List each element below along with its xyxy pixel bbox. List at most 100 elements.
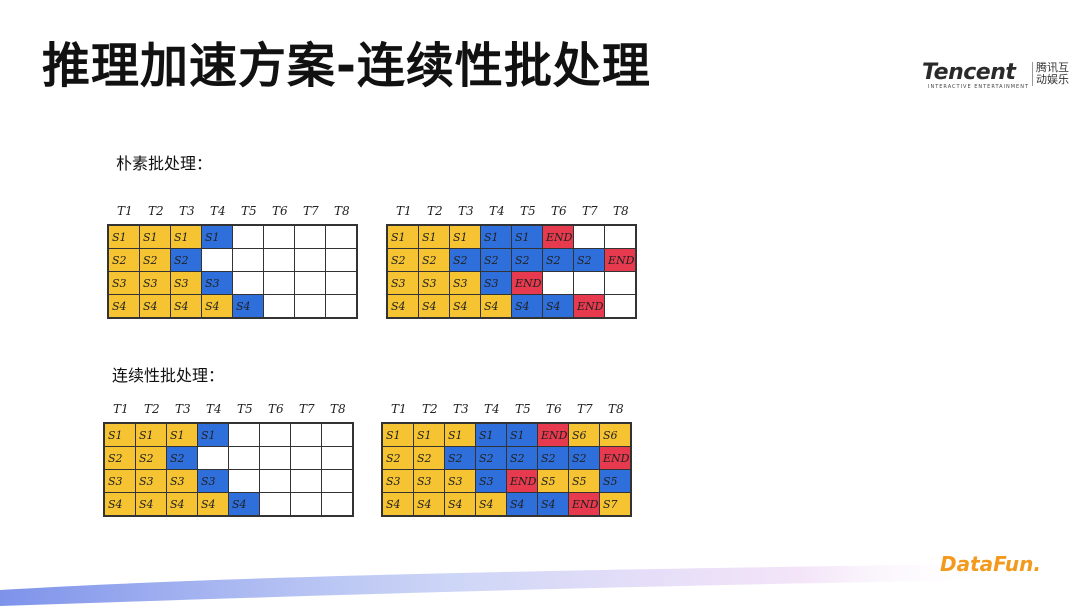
logo-brand: Tencent	[922, 60, 1016, 85]
grid-cell: S1	[107, 224, 140, 249]
grid-cell: S1	[506, 422, 538, 447]
time-label: T8	[608, 402, 624, 416]
cell-text	[326, 277, 329, 290]
logo-cn-text: 腾讯互动娱乐	[1032, 62, 1076, 86]
cell-text: S1	[386, 428, 401, 442]
grid-cell	[321, 492, 354, 517]
cell-text: S4	[546, 299, 561, 313]
time-label: T1	[113, 402, 129, 416]
cell-text: S2	[422, 253, 437, 267]
grid-cell: END	[568, 492, 600, 517]
grid-cell: END	[542, 224, 574, 249]
cell-text: S5	[572, 474, 587, 488]
grid-cell	[321, 469, 354, 493]
time-label: T6	[551, 204, 567, 218]
grid-cell: S1	[170, 224, 202, 249]
cell-text: S4	[112, 299, 127, 313]
grid-cell	[294, 248, 326, 272]
cell-text: S4	[386, 497, 401, 511]
time-label: T4	[206, 402, 222, 416]
grid-cell: S4	[475, 492, 507, 517]
time-label: T7	[303, 204, 319, 218]
grid-cell: S1	[197, 422, 229, 447]
cell-text	[295, 277, 298, 290]
cell-text: S1	[112, 230, 127, 244]
cell-text	[260, 429, 263, 442]
grid-cell: S7	[599, 492, 632, 517]
cell-text: S3	[139, 474, 154, 488]
logo-subtitle: INTERACTIVE ENTERTAINMENT	[928, 84, 1030, 90]
time-label: T5	[241, 204, 257, 218]
cell-text: S3	[448, 474, 463, 488]
cell-text	[605, 277, 608, 290]
time-label: T6	[268, 402, 284, 416]
cell-text: S1	[201, 428, 216, 442]
cell-text	[198, 452, 201, 465]
grid-cell: S3	[197, 469, 229, 493]
grid-cell: S3	[107, 271, 140, 295]
cell-text: S4	[201, 497, 216, 511]
grid-cell	[290, 422, 322, 447]
cell-text: S2	[170, 451, 185, 465]
grid-cell: S1	[135, 422, 167, 447]
cell-text: S1	[417, 428, 432, 442]
cell-text: S2	[479, 451, 494, 465]
sequence-row: S2 S2 S2	[103, 446, 354, 470]
cell-text: S2	[391, 253, 406, 267]
grid-cell: S5	[537, 469, 569, 493]
cell-text: S4	[174, 299, 189, 313]
cell-text	[291, 498, 294, 511]
cell-text: S2	[572, 451, 587, 465]
grid-cell: S2	[418, 248, 450, 272]
cell-text: S2	[510, 451, 525, 465]
cell-text: S2	[448, 451, 463, 465]
grid-cell	[197, 446, 229, 470]
grid-cell: S2	[511, 248, 543, 272]
grid-cell: S4	[386, 294, 419, 319]
cell-text: S1	[143, 230, 158, 244]
grid-cell	[259, 422, 291, 447]
cell-text: S4	[422, 299, 437, 313]
grid-cell: S1	[475, 422, 507, 447]
cell-text: S2	[139, 451, 154, 465]
cell-text: S2	[515, 253, 530, 267]
grid-cell: S1	[386, 224, 419, 249]
grid-cell: S4	[166, 492, 198, 517]
cell-text: S2	[143, 253, 158, 267]
time-label: T6	[272, 204, 288, 218]
cell-text	[322, 452, 325, 465]
grid-cell	[542, 271, 574, 295]
cell-text: S2	[108, 451, 123, 465]
cell-text	[295, 231, 298, 244]
grid-cell: S2	[135, 446, 167, 470]
grid-cell: S4	[537, 492, 569, 517]
cell-text: S4	[391, 299, 406, 313]
time-label: T3	[458, 204, 474, 218]
grid-cell: S1	[381, 422, 414, 447]
grid-cell: S6	[599, 422, 632, 447]
grid-cell: S2	[413, 446, 445, 470]
cell-text	[260, 498, 263, 511]
grid-cell: S4	[542, 294, 574, 319]
grid-cell: S5	[599, 469, 632, 493]
grid-cell: S4	[444, 492, 476, 517]
section-naive-label: 朴素批处理：	[116, 154, 213, 173]
grid-cell	[201, 248, 233, 272]
cell-text: S4	[453, 299, 468, 313]
cell-text: END	[577, 299, 604, 313]
cell-text: END	[608, 253, 635, 267]
grid-cell: S6	[568, 422, 600, 447]
grid-cell: S2	[381, 446, 414, 470]
cell-text: S4	[205, 299, 220, 313]
grid-cell	[232, 224, 264, 249]
grid-cell: S2	[386, 248, 419, 272]
cell-text	[326, 300, 329, 313]
cell-text	[543, 277, 546, 290]
grid-cell: S4	[228, 492, 260, 517]
grid-cell: S2	[444, 446, 476, 470]
